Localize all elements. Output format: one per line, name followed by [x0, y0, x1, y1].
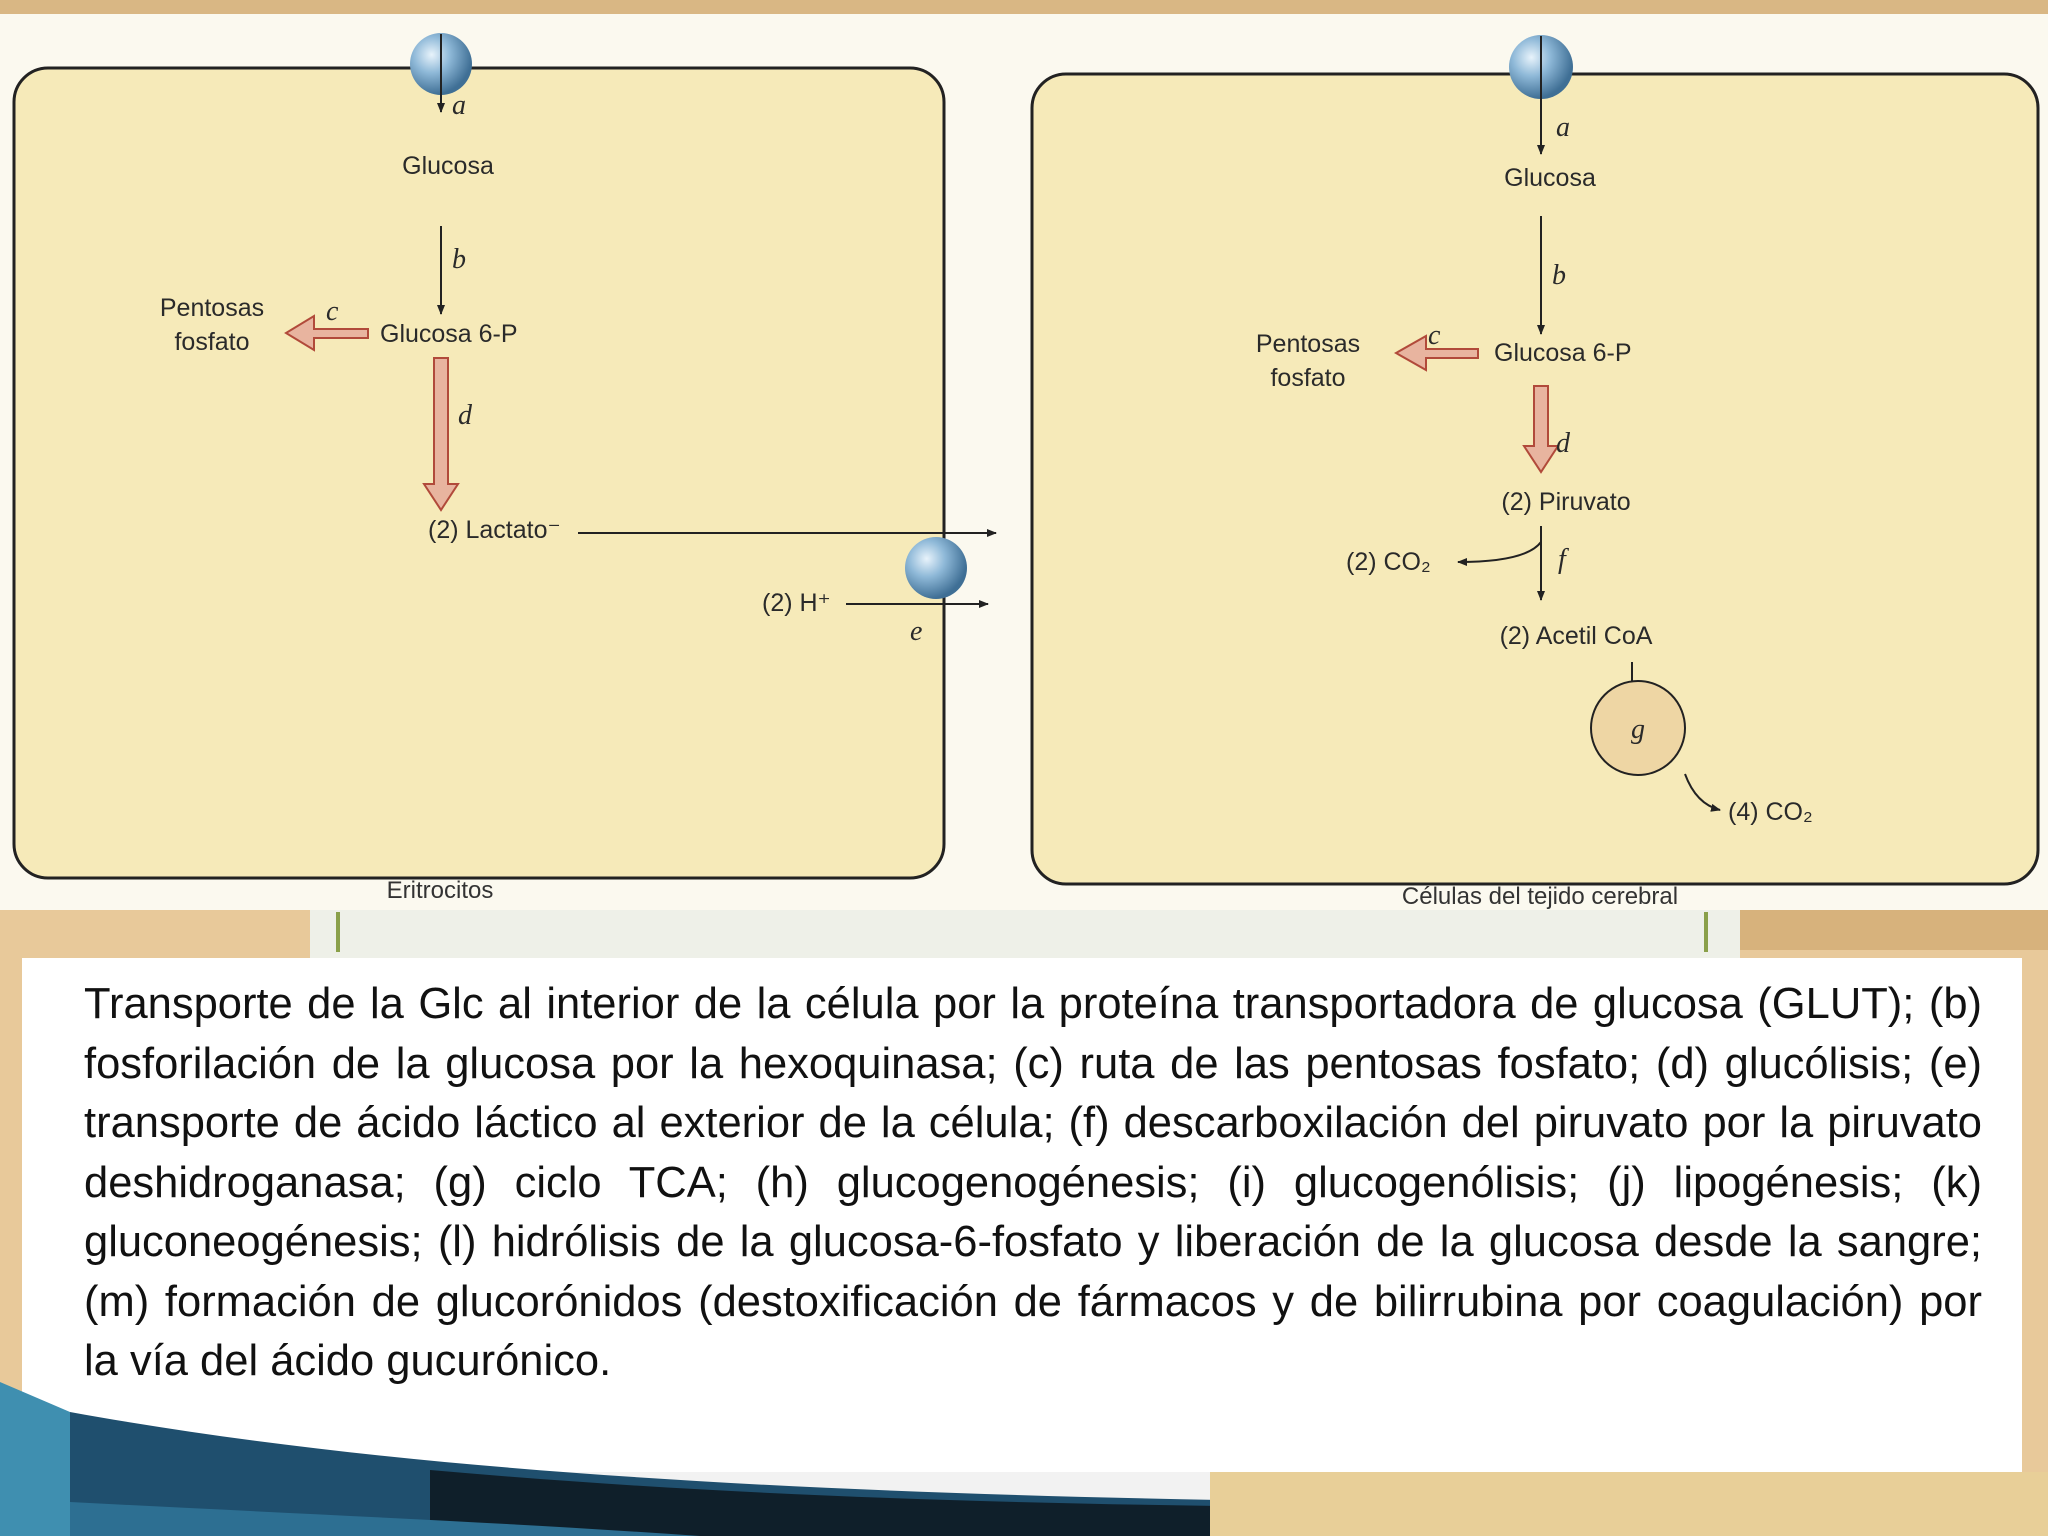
label-piruvato: (2) Piruvato	[1501, 488, 1630, 516]
arrow-c-right	[1393, 334, 1479, 372]
bottom-gold-band	[1210, 1472, 2048, 1536]
label-glucosa: Glucosa	[1504, 164, 1596, 192]
decorative-line-left	[336, 912, 340, 952]
label-fosfato: fosfato	[1270, 364, 1345, 392]
tca-cycle-circle	[1590, 680, 1686, 776]
label-d: d	[458, 400, 473, 431]
top-strip	[0, 0, 2048, 14]
label-e: e	[910, 616, 922, 647]
arrow-c-left	[284, 314, 369, 352]
right-cell-caption: Células del tejido cerebral	[1402, 883, 1678, 910]
arrow-d-right	[1522, 385, 1560, 474]
label-lactato: (2) Lactato⁻	[428, 516, 561, 544]
left-cell-membrane	[12, 66, 946, 880]
label-c: c	[1428, 320, 1441, 351]
label-d: d	[1556, 428, 1571, 459]
label-glucosa: Glucosa	[402, 152, 494, 180]
right-cell: a Glucosa b Glucosa 6-P c Pentosas fosfa…	[1030, 35, 2040, 910]
pathway-diagram: a Glucosa b Glucosa 6-P c Pentosas fosfa…	[12, 33, 2040, 910]
label-pentosas: Pentosas	[160, 294, 264, 322]
label-c: c	[326, 296, 339, 327]
arrow-d-left	[422, 357, 460, 512]
label-glucosa-6p: Glucosa 6-P	[1494, 339, 1632, 367]
label-acetil-coa: (2) Acetil CoA	[1500, 622, 1653, 650]
label-co2-2: (2) CO₂	[1346, 548, 1431, 576]
decorative-line-right	[1704, 912, 1708, 952]
label-b: b	[452, 244, 466, 275]
left-cell: a Glucosa b Glucosa 6-P c Pentosas fosfa…	[12, 33, 997, 904]
right-cell-membrane	[1030, 72, 2040, 886]
label-glucosa-6p: Glucosa 6-P	[380, 320, 518, 348]
label-fosfato: fosfato	[174, 328, 249, 356]
slide-swoosh-decoration	[0, 1382, 1220, 1536]
label-g: g	[1631, 714, 1645, 745]
label-a: a	[452, 90, 466, 121]
left-cell-caption: Eritrocitos	[387, 877, 494, 904]
label-h-plus: (2) H⁺	[762, 589, 831, 617]
pathway-figure: a Glucosa b Glucosa 6-P c Pentosas fosfa…	[0, 14, 2048, 910]
label-f: f	[1558, 544, 1569, 575]
label-pentosas: Pentosas	[1256, 330, 1360, 358]
lactate-transporter	[905, 537, 967, 599]
label-a: a	[1556, 112, 1570, 143]
label-co2-4: (4) CO₂	[1728, 798, 1813, 826]
decorative-stripe-right	[1740, 910, 2048, 950]
caption-box: Transporte de la Glc al interior de la c…	[22, 958, 2022, 1472]
label-b: b	[1552, 260, 1566, 291]
caption-text: Transporte de la Glc al interior de la c…	[84, 980, 1982, 1385]
